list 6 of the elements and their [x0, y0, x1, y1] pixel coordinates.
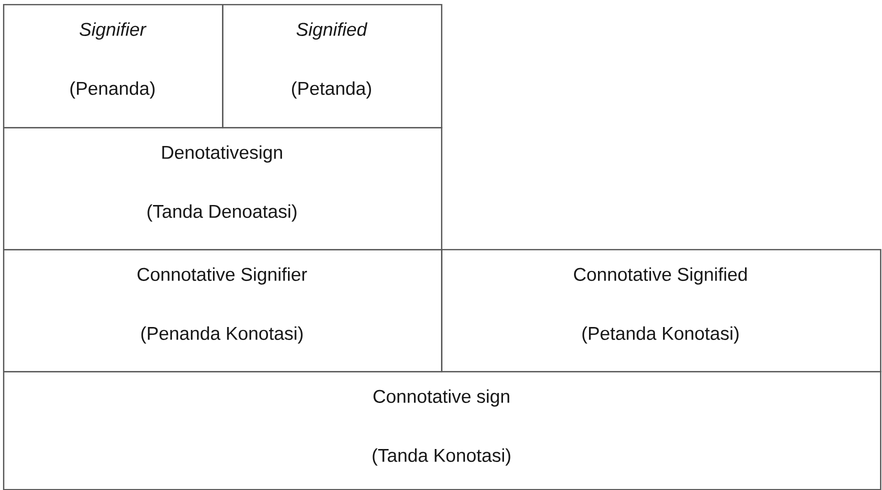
table-cell: Denotativesign (Tanda Denoatasi) [3, 127, 442, 250]
table-cell: Signified (Petanda) [222, 4, 442, 128]
table-cell: Connotative Signifier (Penanda Konotasi) [3, 249, 442, 372]
table-cell: Signifier (Penanda) [3, 4, 224, 128]
table-cell: Connotative sign (Tanda Konotasi) [3, 371, 882, 490]
table-cell: Connotative Signified (Petanda Konotasi) [441, 249, 882, 372]
